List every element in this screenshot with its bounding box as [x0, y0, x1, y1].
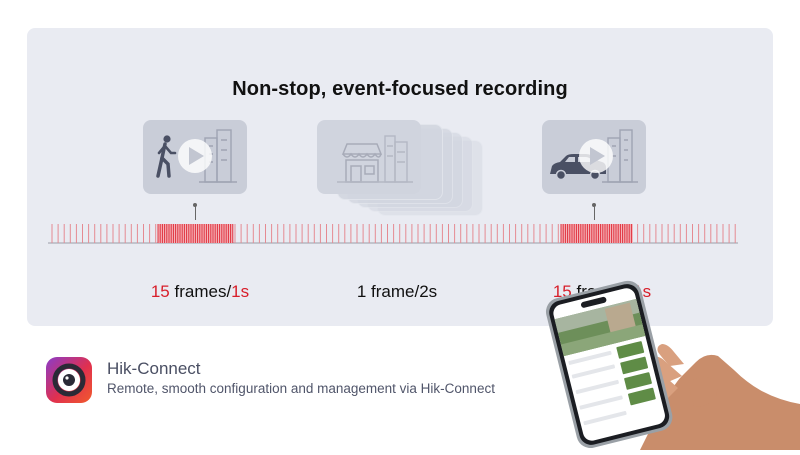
building-icon [602, 129, 638, 183]
phone-in-hand-illustration [520, 278, 800, 450]
play-icon [178, 139, 212, 173]
event-marker [594, 206, 595, 220]
frame-rate-label-event-1: 15 frames/1s [150, 282, 250, 301]
storefront-icon [341, 143, 383, 183]
app-description: Remote, smooth configuration and managem… [107, 381, 495, 396]
recording-timeline [48, 224, 738, 244]
hik-connect-app-icon [46, 357, 92, 403]
event-marker-dot [193, 203, 197, 207]
event-thumbnail-idle [317, 120, 421, 194]
building-icon [337, 135, 413, 183]
frame-rate-label-idle: 1 frame/2s [356, 282, 438, 301]
event-thumbnail-person [143, 120, 247, 194]
walking-person-icon [156, 135, 177, 178]
app-name: Hik-Connect [107, 359, 201, 378]
event-marker-dot [592, 203, 596, 207]
recording-feature-panel: Non-stop, event-focused recording [27, 28, 773, 326]
play-icon [579, 139, 613, 173]
event-thumbnail-car [542, 120, 646, 194]
feature-title: Non-stop, event-focused recording [232, 78, 568, 100]
event-marker [195, 206, 196, 220]
